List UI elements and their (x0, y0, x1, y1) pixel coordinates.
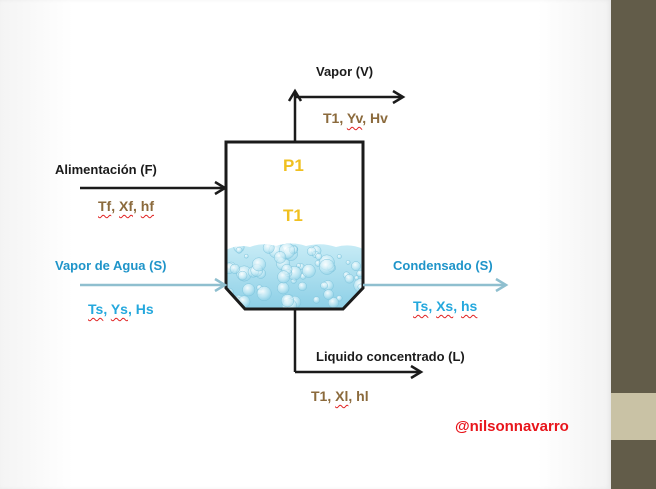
bubble (273, 251, 287, 264)
side-band-top (611, 0, 656, 393)
bubble (262, 243, 275, 254)
bubble (296, 263, 302, 268)
side-band-middle (611, 393, 656, 440)
bubble (323, 289, 334, 300)
side-band-bottom (611, 440, 656, 489)
vapor-outlet-arrow (287, 88, 406, 142)
bubble (277, 270, 291, 284)
bubble (237, 270, 248, 281)
vapor-label: Vapor (V) (316, 64, 374, 79)
steam-label: Vapor de Agua (S) (55, 258, 167, 273)
bubble (351, 261, 361, 271)
bubble (315, 253, 323, 260)
bubble (235, 246, 243, 254)
liquid-bubbles (226, 243, 363, 309)
condensate-outlet-arrow (363, 277, 509, 293)
steam-inlet-arrow (80, 277, 228, 293)
feed-properties: Tf, Xf, hf (98, 198, 154, 214)
bubble (229, 263, 240, 274)
bubble (256, 286, 272, 301)
steam-properties: Ts, Ys, Hs (88, 301, 154, 317)
author-credit: @nilsonnavarro (455, 418, 569, 435)
bubble (354, 275, 360, 281)
evaporator-vessel (224, 140, 365, 311)
bubble (344, 273, 355, 284)
bubble (312, 296, 321, 304)
feed-label: Alimentación (F) (55, 162, 157, 177)
liquid-body (226, 243, 363, 309)
bubble (251, 257, 266, 272)
bubble (345, 260, 351, 265)
temperature-label: T1 (283, 206, 303, 225)
slide-background (0, 0, 611, 489)
bubble (297, 281, 307, 291)
bubble (280, 294, 295, 308)
bubble (301, 264, 316, 278)
liquid-label: Liquido concentrado (L) (316, 349, 465, 364)
liquid-properties: T1, Xl, hl (311, 388, 369, 404)
bubble (242, 283, 256, 297)
bubble (244, 253, 249, 259)
bubble (319, 259, 335, 275)
liquid-outlet-arrow (293, 309, 424, 380)
bubble (336, 254, 342, 259)
bubble (277, 282, 290, 295)
bubble (306, 246, 317, 257)
feed-inlet-arrow (80, 180, 228, 196)
condensate-label: Condensado (S) (393, 258, 493, 273)
vapor-properties: T1, Yv, Hv (323, 110, 388, 126)
pressure-label: P1 (283, 156, 304, 175)
condensate-properties: Ts, Xs, hs (413, 298, 478, 314)
bubble (320, 281, 328, 290)
